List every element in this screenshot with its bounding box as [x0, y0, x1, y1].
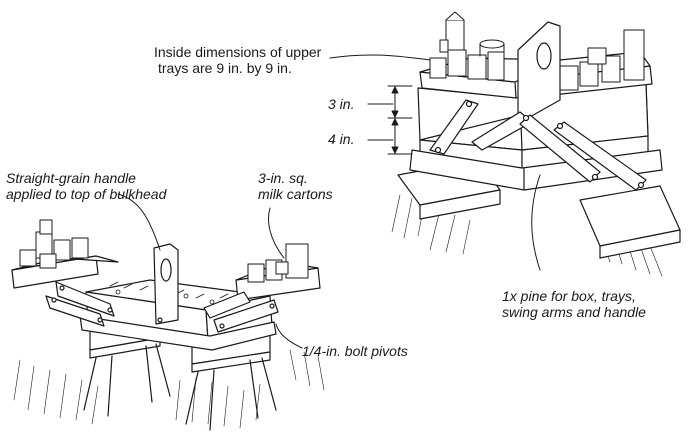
callout-inside-dimensions: Inside dimensions of upper trays are 9 i… — [154, 44, 321, 76]
dimension-label-upper: 3 in. — [328, 96, 355, 112]
callout-pine-line-2: swing arms and handle — [502, 304, 646, 320]
left-handle — [153, 243, 179, 325]
callout-cartons-line-2: milk cartons — [258, 186, 333, 202]
left-swing-arms — [45, 281, 279, 333]
callout-cartons-line-1: 3-in. sq. — [258, 170, 308, 186]
callout-pine: 1x pine for box, trays, swing arms and h… — [502, 288, 646, 320]
callout-handle: Straight-grain handle applied to top of … — [6, 170, 166, 202]
callout-inside-dimensions-line-1: Inside dimensions of upper — [154, 44, 322, 60]
leader-cartons — [268, 207, 285, 259]
callout-handle-line-2: applied to top of bulkhead — [6, 186, 167, 202]
dimension-lines — [367, 85, 413, 155]
left-ground-hatching — [13, 349, 325, 429]
leader-lines — [117, 54, 541, 349]
callout-pivots: 1/4-in. bolt pivots — [302, 343, 408, 359]
leader-pine — [531, 174, 541, 271]
callout-handle-line-1: Straight-grain handle — [6, 170, 136, 186]
left-box-contents — [109, 281, 229, 305]
callout-inside-dimensions-line-2: trays are 9 in. by 9 in. — [158, 60, 292, 76]
right-box-assembly — [367, 11, 681, 277]
dimension-label-lower: 4 in. — [328, 131, 355, 147]
leader-handle — [117, 193, 161, 251]
right-swing-arms — [429, 99, 647, 191]
left-box-assembly — [11, 219, 325, 431]
callout-pine-line-1: 1x pine for box, trays, — [502, 288, 636, 304]
right-handle — [517, 21, 561, 119]
leader-pivots — [275, 323, 303, 349]
left-milk-cartons — [19, 219, 309, 283]
leader-inside-dimensions — [329, 54, 431, 61]
callout-cartons: 3-in. sq. milk cartons — [258, 170, 333, 202]
